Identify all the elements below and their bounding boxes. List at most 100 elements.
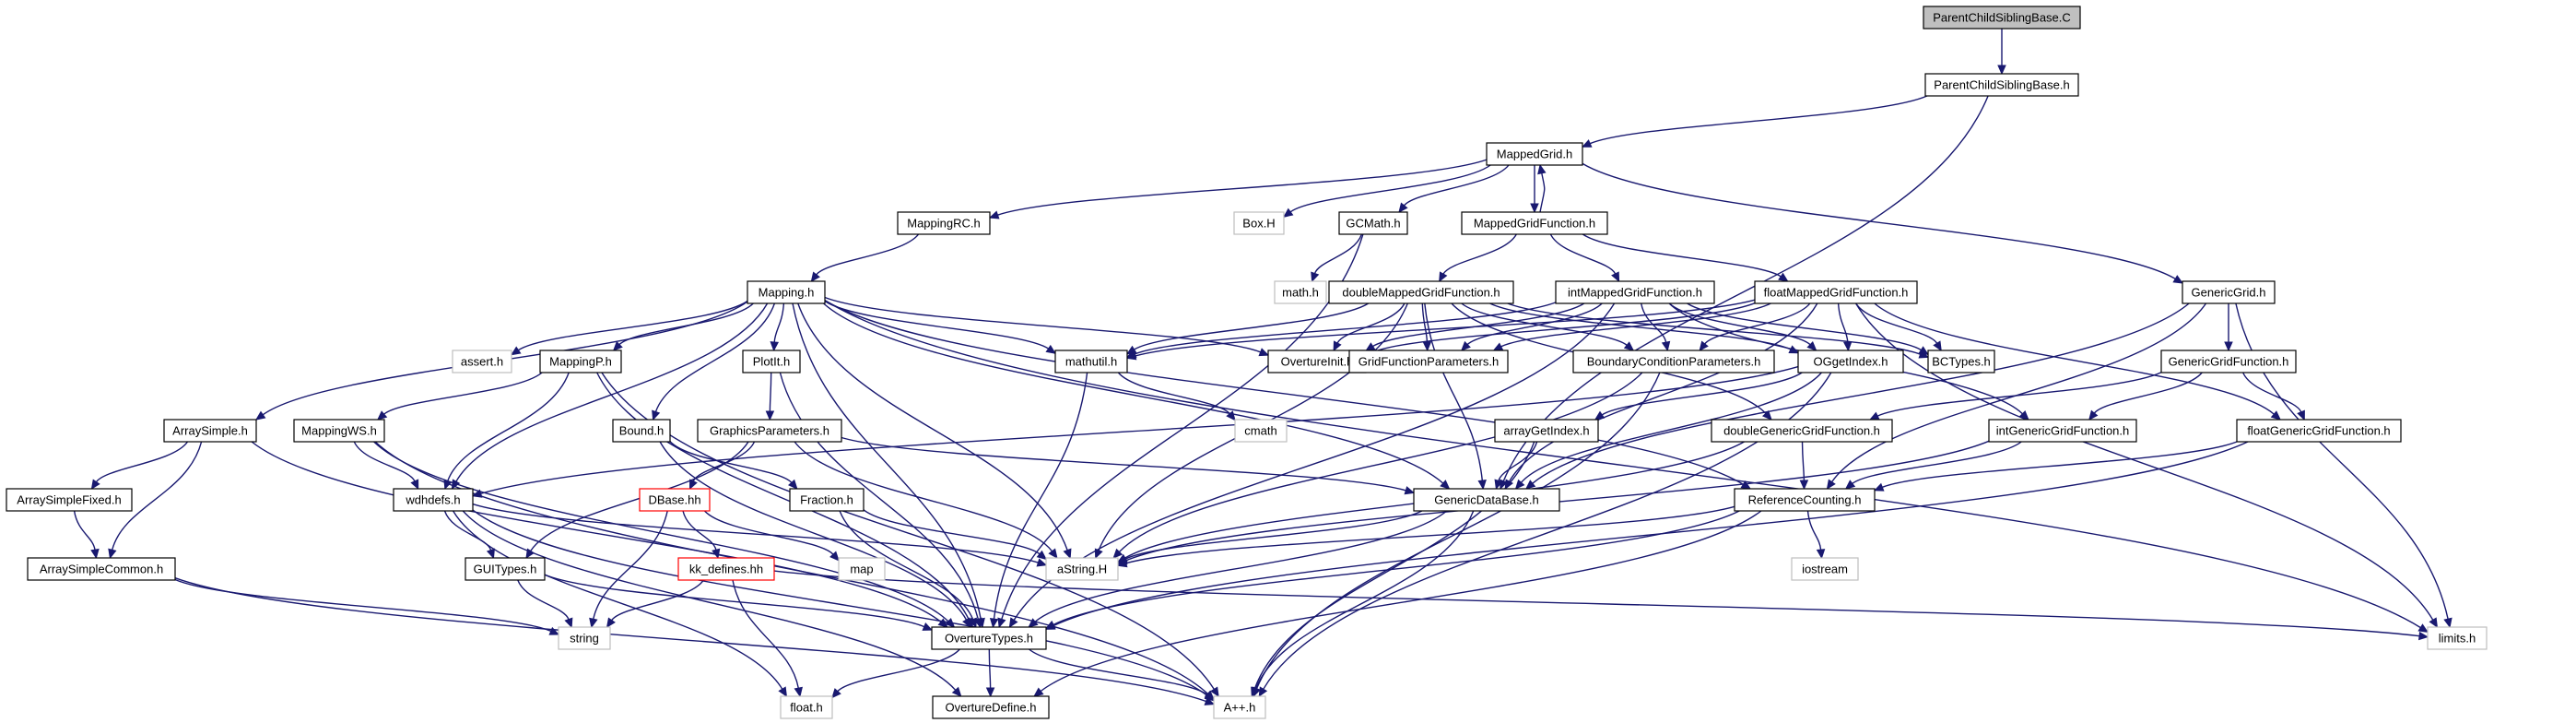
node-box [539,350,622,373]
node-mappingws[interactable]: MappingWS.h [293,419,385,443]
edge-graphparams-to-gdb [841,436,1416,495]
edge-imgf-to-bcparams [1641,302,1671,352]
node-label: assert.h [461,355,503,369]
node-pcsb_c[interactable]: ParentChildSiblingBase.C [1923,6,2081,30]
node-mathutil[interactable]: mathutil.h [1054,350,1128,373]
edge-ogetindex-to-wdhdefs [471,365,1799,498]
node-box [27,557,176,581]
node-box [838,557,886,581]
node-mgf[interactable]: MappedGridFunction.h [1461,211,1608,235]
edge-imgf-to-gfparams [1460,302,1603,351]
node-box [697,419,842,443]
node-mappedgrid[interactable]: MappedGrid.h [1486,142,1583,166]
node-bound[interactable]: Bound.h [612,419,671,443]
node-box [932,695,1050,719]
node-label: ArraySimpleCommon.h [40,563,163,576]
node-ggf[interactable]: GenericGridFunction.h [2160,350,2297,373]
node-mappingp[interactable]: MappingP.h [539,350,622,373]
edge-pcsb_h-to-mappedgrid [1581,95,1928,148]
node-label: A++.h [1224,701,1256,715]
edge-bound-to-fraction [669,441,798,490]
edge-bcparams-to-astring [1112,372,1643,559]
edge-gcmath-to-mathh [1311,233,1363,283]
node-wdhdefs[interactable]: wdhdefs.h [393,488,474,512]
node-refcount[interactable]: ReferenceCounting.h [1734,488,1876,512]
node-ogetindex[interactable]: OGgetIndex.h [1797,350,1904,373]
node-astring: aString.H [1045,557,1119,581]
node-box [747,280,826,304]
node-gdb[interactable]: GenericDataBase.h [1413,488,1560,512]
node-box [558,626,611,650]
edge-refcount-to-ovdefine [1033,510,1762,697]
node-dggf[interactable]: doubleGenericGridFunction.h [1711,419,1893,443]
node-fmgf[interactable]: floatMappedGridFunction.h [1754,280,1918,304]
node-label: MappingRC.h [907,217,981,231]
node-arraygetindex[interactable]: arrayGetIndex.h [1494,419,1599,443]
edge-arraygetindex-to-gdb [1494,441,1538,491]
node-imgf[interactable]: intMappedGridFunction.h [1555,280,1715,304]
edge-mapping-to-plotit [770,302,785,352]
node-guitypes[interactable]: GUITypes.h [465,557,546,581]
node-label: intMappedGridFunction.h [1568,286,1702,300]
edge-genericgrid-to-ggf [2224,302,2233,352]
node-box [1054,350,1128,373]
edge-mappingp-to-app [601,372,1219,698]
node-floath: float.h [780,695,833,719]
node-box [1233,211,1285,235]
node-gfparams[interactable]: GridFunctionParameters.h [1348,350,1509,373]
node-fggf[interactable]: floatGenericGridFunction.h [2236,419,2402,443]
node-box [1461,211,1608,235]
node-label: ArraySimpleFixed.h [17,493,121,507]
edge-iggf-to-refcount [1844,441,2022,490]
node-label: MappedGrid.h [1497,148,1572,161]
edge-dmgf-to-gdb [1424,302,1487,491]
node-label: aString.H [1057,563,1107,576]
node-bctypes[interactable]: BCTypes.h [1927,350,1995,373]
node-mathh: math.h [1274,280,1327,304]
node-ascommon[interactable]: ArraySimpleCommon.h [27,557,176,581]
node-dmgf[interactable]: doubleMappedGridFunction.h [1328,280,1514,304]
edge-dmgf-to-ovinit [1333,302,1406,352]
node-label: ArraySimple.h [172,424,248,438]
node-kkdefines[interactable]: kk_defines.hh [677,557,775,581]
node-genericgrid[interactable]: GenericGrid.h [2182,280,2276,304]
edge-arraysimple-to-asfixed [90,441,189,491]
node-label: GCMath.h [1346,217,1400,231]
node-mapping[interactable]: Mapping.h [747,280,826,304]
node-ovtypes[interactable]: OvertureTypes.h [931,626,1047,650]
node-asfixed[interactable]: ArraySimpleFixed.h [6,488,133,512]
edge-gdb-to-ovtypes [1028,510,1448,628]
node-box [293,419,385,443]
node-bcparams[interactable]: BoundaryConditionParameters.h [1572,350,1775,373]
node-box [6,488,133,512]
node-graphparams[interactable]: GraphicsParameters.h [697,419,842,443]
node-dbase[interactable]: DBase.hh [639,488,711,512]
node-gcmath[interactable]: GCMath.h [1338,211,1408,235]
node-arraysimple[interactable]: ArraySimple.h [163,419,257,443]
node-label: Bound.h [619,424,664,438]
node-fraction[interactable]: Fraction.h [789,488,865,512]
node-label: math.h [1282,286,1319,300]
node-label: float.h [790,701,822,715]
edge-fraction-to-astring [863,509,1047,561]
node-box [163,419,257,443]
node-box [1486,142,1583,166]
node-box [1734,488,1876,512]
node-plotit[interactable]: PlotIt.h [742,350,801,373]
node-limits: limits.h [2427,626,2488,650]
node-label: iostream [1802,563,1848,576]
edge-ascommon-to-string [174,578,560,635]
node-label: limits.h [2439,632,2476,646]
node-label: PlotIt.h [753,355,790,369]
node-box [780,695,833,719]
edge-mappedgrid-to-mgf [1530,165,1539,214]
node-pcsb_h[interactable]: ParentChildSiblingBase.h [1924,73,2079,97]
node-ovdefine[interactable]: OvertureDefine.h [932,695,1050,719]
include-edges [73,28,2452,705]
edge-mapping-to-bound [652,302,776,421]
node-mappingrc[interactable]: MappingRC.h [897,211,991,235]
edge-graphparams-to-guitypes [525,441,749,560]
node-iggf[interactable]: intGenericGridFunction.h [1988,419,2137,443]
node-box [452,350,512,373]
